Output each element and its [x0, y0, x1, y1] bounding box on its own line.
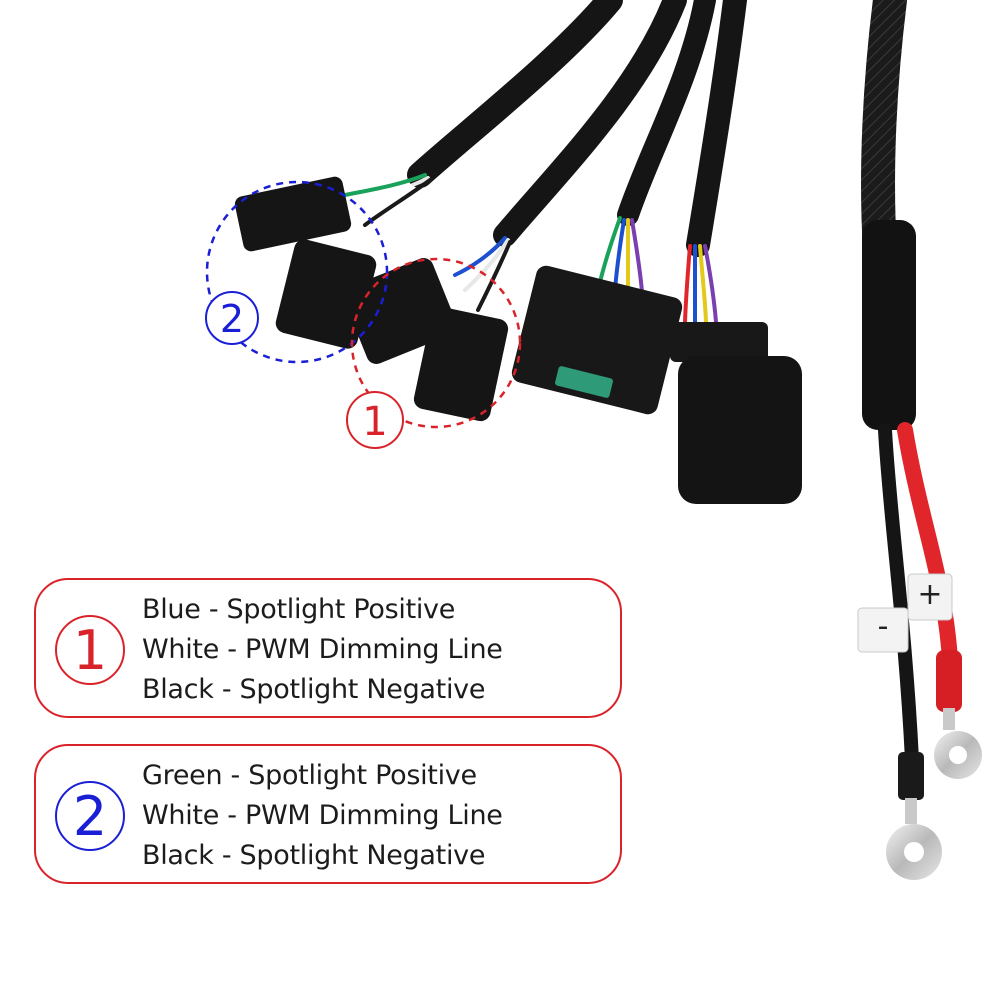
sleeved-cables	[407, 0, 907, 267]
negative-wire-tag	[857, 607, 909, 653]
connectors-group-1	[343, 258, 509, 422]
legend-number-1: 1	[73, 619, 107, 682]
legend-number-badge-2: 2	[55, 781, 125, 851]
round-connector-collar	[670, 322, 768, 362]
legend-lines-1: Blue - Spotlight Positive White - PWM Di…	[142, 590, 503, 710]
positive-marker: +	[917, 577, 943, 612]
conductors	[343, 173, 718, 324]
callout-badge-1	[346, 391, 404, 449]
heat-shrink-sleeve	[862, 220, 916, 430]
legend-line: Black - Spotlight Negative	[142, 840, 486, 871]
legend-line: Black - Spotlight Negative	[142, 674, 486, 705]
legend-line: White - PWM Dimming Line	[142, 634, 503, 665]
callout-badge-1-number: 1	[362, 399, 387, 445]
callout-circle-1	[350, 257, 522, 429]
legend-line: White - PWM Dimming Line	[142, 800, 503, 831]
callout-circle-2	[205, 180, 389, 364]
callout-badge-2-number: 2	[220, 297, 244, 341]
legend-box-1: 1 Blue - Spotlight Positive White - PWM …	[34, 578, 622, 718]
legend-line: Blue - Spotlight Positive	[142, 594, 456, 625]
legend-lines-2: Green - Spotlight Positive White - PWM D…	[142, 756, 503, 876]
positive-wire-tag	[907, 573, 953, 621]
legend-box-2: 2 Green - Spotlight Positive White - PWM…	[34, 744, 622, 884]
legend-number-2: 2	[73, 785, 107, 848]
power-leads	[878, 422, 958, 767]
connectors-group-2	[234, 176, 377, 349]
callout-badge-2	[205, 291, 259, 345]
red-terminal	[936, 650, 962, 712]
legend-number-badge-1: 1	[55, 615, 125, 685]
round-connector-body	[678, 356, 802, 504]
black-terminal	[898, 752, 924, 800]
legend-line: Green - Spotlight Positive	[142, 760, 477, 791]
negative-marker: -	[877, 609, 889, 644]
rect-connector	[511, 265, 683, 415]
